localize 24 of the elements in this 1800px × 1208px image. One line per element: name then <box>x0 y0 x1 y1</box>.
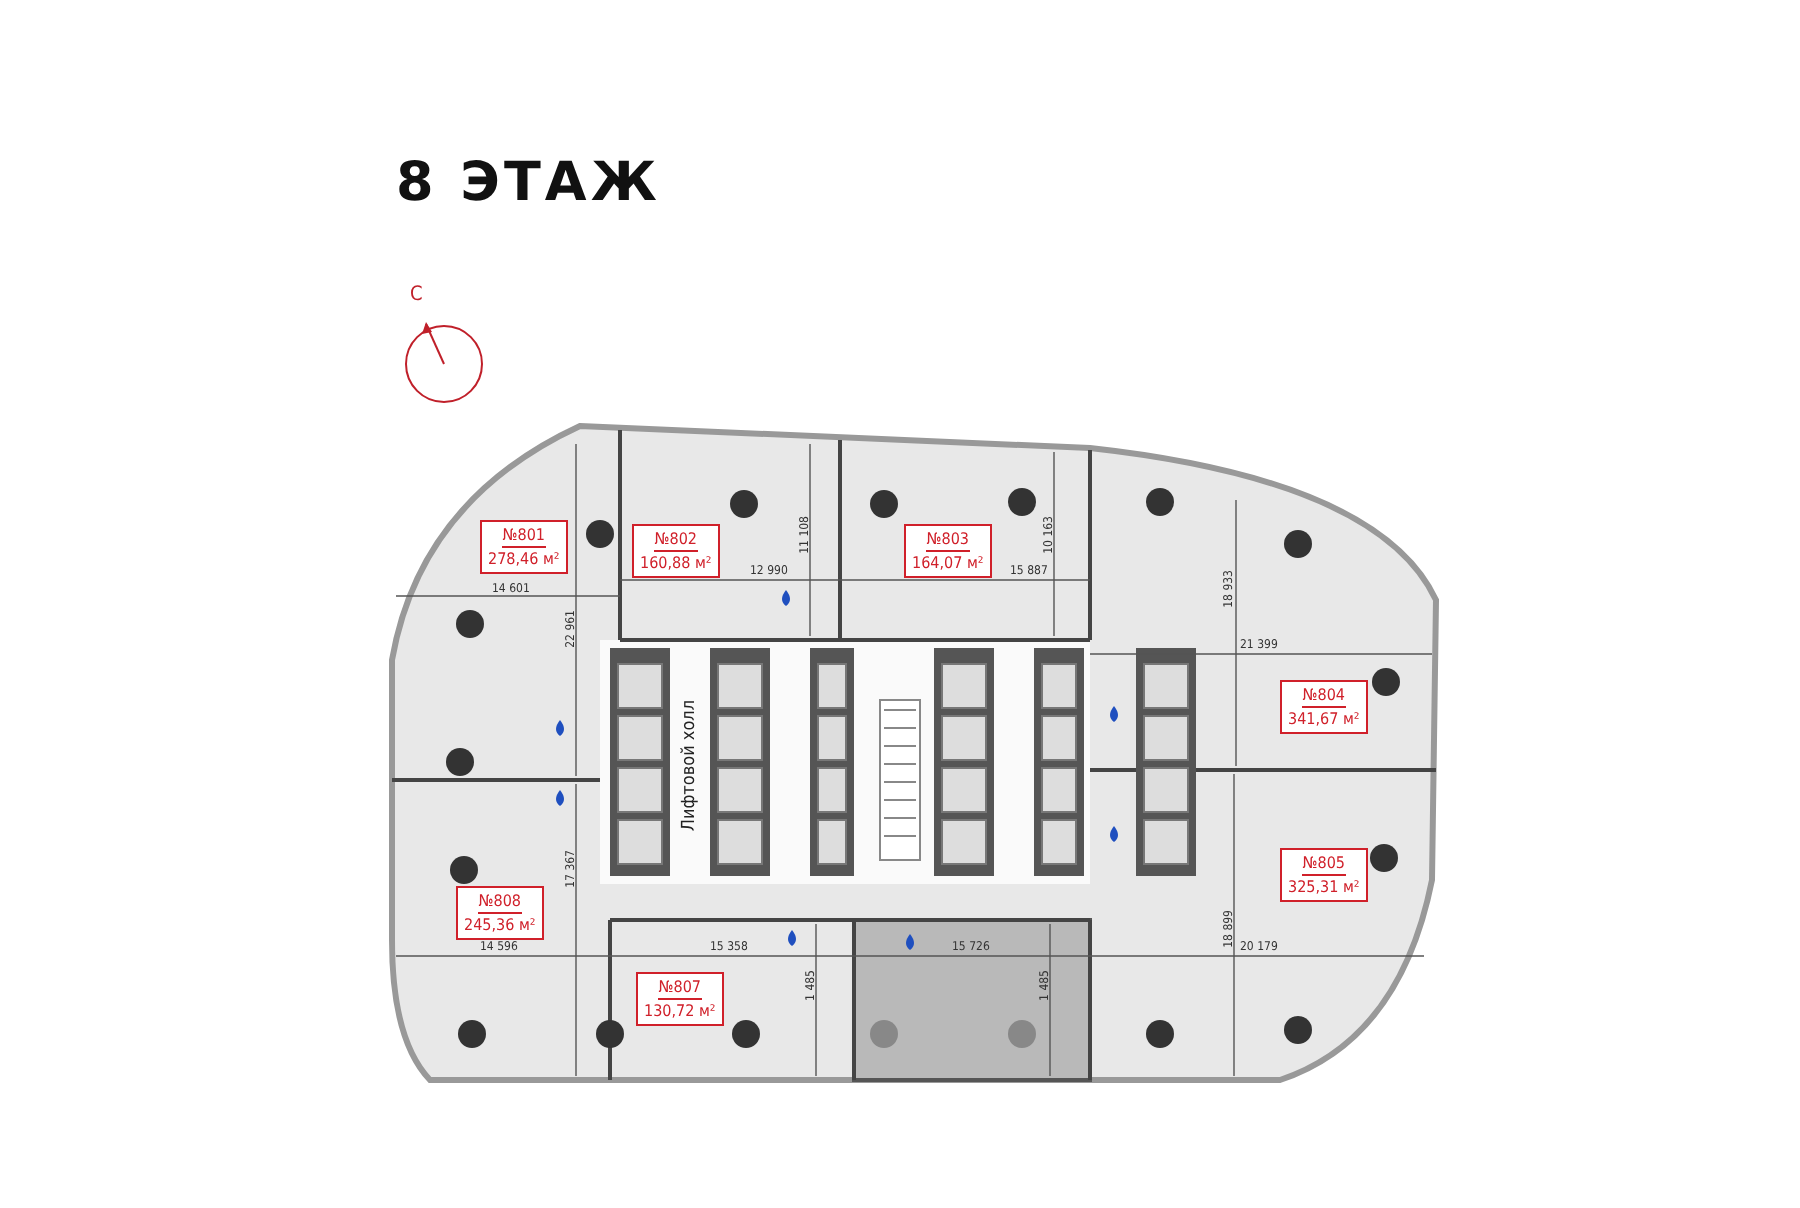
unit-area: 341,67 м² <box>1288 708 1360 730</box>
unit-area: 245,36 м² <box>464 914 536 936</box>
unit-area: 278,46 м² <box>488 548 560 570</box>
unit-number: №808 <box>478 890 521 914</box>
unit-area: 130,72 м² <box>644 1000 716 1022</box>
unit-label-box <box>632 524 720 578</box>
unit-number: №807 <box>658 976 701 1000</box>
floor-title: 8 ЭТАЖ <box>396 152 661 214</box>
unit-number: №804 <box>1302 684 1345 708</box>
compass-letter: С <box>410 284 423 306</box>
unit-number: №802 <box>654 528 697 552</box>
unit-number: №801 <box>502 524 545 548</box>
unit-area: 325,31 м² <box>1288 876 1360 898</box>
unit-label-box <box>904 524 992 578</box>
unit-area: 164,07 м² <box>912 552 984 574</box>
unit-area: 160,88 м² <box>640 552 712 574</box>
unit-label-box <box>1280 848 1368 902</box>
unit-label-box <box>456 886 544 940</box>
unit-number: №803 <box>926 528 969 552</box>
unit-number: №805 <box>1302 852 1345 876</box>
unit-label-box <box>636 972 724 1026</box>
unit-label-box <box>480 520 568 574</box>
unit-label-box <box>1280 680 1368 734</box>
hall-label: Лифтовой холл <box>680 700 700 832</box>
